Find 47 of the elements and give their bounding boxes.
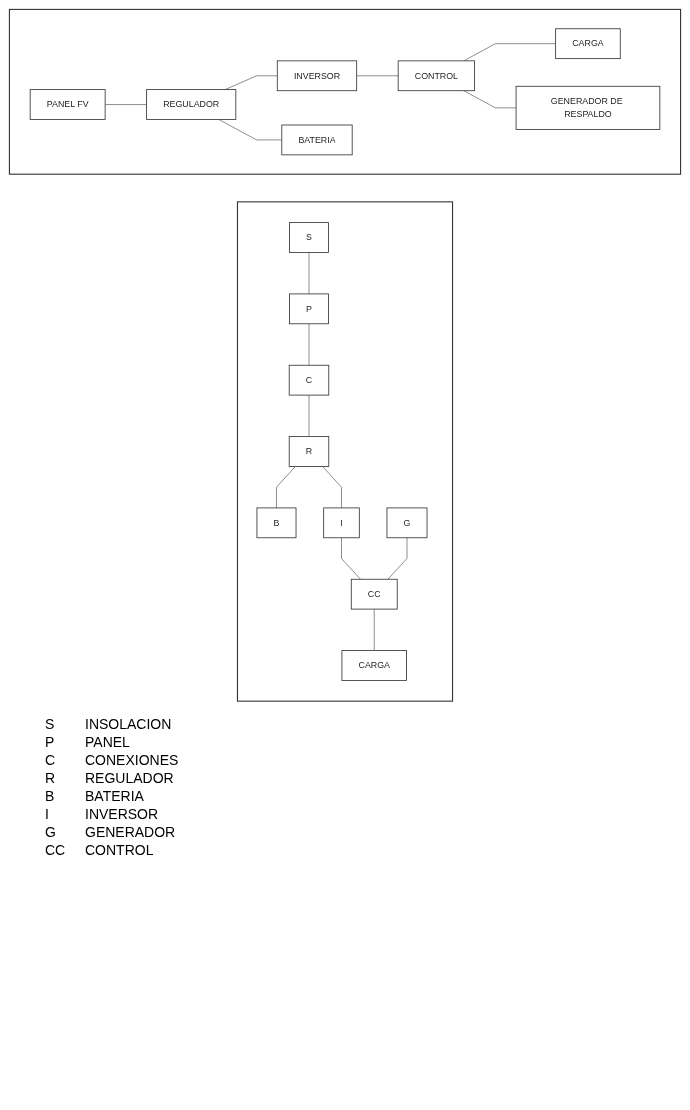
node-box: I xyxy=(323,507,360,539)
node-box: P xyxy=(289,293,329,325)
node-box: CARGA xyxy=(555,28,621,60)
node-box: R xyxy=(288,436,330,467)
connector xyxy=(308,323,310,366)
node-box: INVERSOR xyxy=(276,60,358,92)
connector xyxy=(308,394,310,437)
legend-key: C xyxy=(45,751,85,768)
connector xyxy=(104,104,147,105)
legend-text: PANEL xyxy=(85,733,131,750)
node-box: CARGA xyxy=(341,650,407,681)
legend-text: CONTROL xyxy=(85,841,155,858)
node-box: S xyxy=(289,222,329,253)
cluster xyxy=(8,8,682,175)
legend-key: B xyxy=(45,787,85,804)
legend-key: G xyxy=(45,823,85,840)
connector xyxy=(387,537,408,580)
cluster xyxy=(236,201,454,702)
legend-text: INVERSOR xyxy=(85,805,160,822)
connector xyxy=(341,537,361,580)
connector xyxy=(463,43,556,62)
legend-text: INSOLACION xyxy=(85,715,173,732)
connector xyxy=(322,466,342,509)
node-box: CC xyxy=(350,578,398,610)
node-box: BATERIA xyxy=(281,124,353,156)
legend-text: GENERADOR xyxy=(85,823,177,840)
node-box: GENERADOR DE RESPALDO xyxy=(515,85,661,130)
connector xyxy=(356,75,399,77)
legend-key: R xyxy=(45,769,85,786)
connector xyxy=(218,119,283,141)
node-box: PANEL FV xyxy=(29,89,106,120)
connector xyxy=(463,90,517,109)
connector xyxy=(276,466,296,509)
legend-text: CONEXIONES xyxy=(85,751,180,768)
legend-key: S xyxy=(45,715,85,732)
node-box: C xyxy=(288,364,330,396)
node-box: G xyxy=(386,507,428,539)
connector xyxy=(308,252,310,295)
legend-key: CC xyxy=(45,841,85,858)
node-box: B xyxy=(256,507,297,539)
legend-text: BATERIA xyxy=(85,787,145,804)
legend-text: REGULADOR xyxy=(85,769,175,786)
legend-key: P xyxy=(45,733,85,750)
node-box: CONTROL xyxy=(397,60,475,92)
connector xyxy=(373,608,375,651)
legend-key: I xyxy=(45,805,85,822)
node-box: REGULADOR xyxy=(146,89,237,120)
